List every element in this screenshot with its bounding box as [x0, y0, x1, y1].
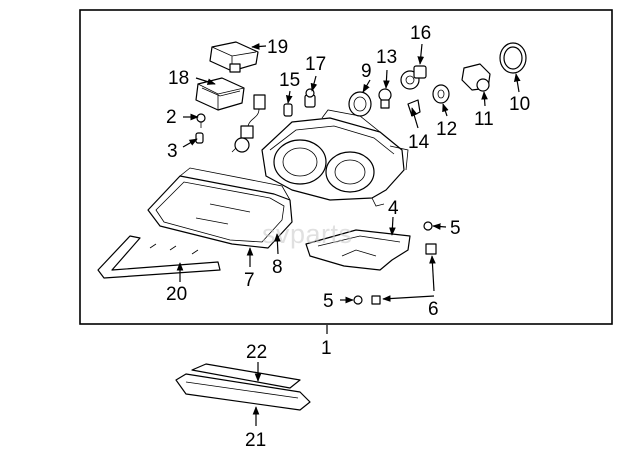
callout-11: 11: [474, 109, 494, 130]
part-19-module: [209, 41, 259, 73]
part-21-trim-lower: [175, 373, 311, 411]
headlamp-lens: [147, 167, 293, 249]
callout-3: 3: [167, 141, 178, 162]
harness-connector: [231, 94, 266, 153]
part-2-screw: [196, 113, 206, 128]
part-4-bracket: [305, 229, 411, 271]
callout-8: 8: [272, 257, 283, 278]
callout-21: 21: [245, 430, 266, 451]
callout-5b: 5: [323, 291, 334, 312]
callout-18: 18: [168, 68, 189, 89]
part-18-control-unit: [195, 77, 245, 111]
part-12-socket: [432, 84, 450, 104]
callout-6: 6: [428, 299, 439, 320]
part-13-bulb: [378, 88, 392, 109]
callout-10: 10: [509, 94, 530, 115]
part-6-clip-upper: [425, 243, 437, 255]
part-3-clip: [195, 132, 204, 144]
callout-2: 2: [166, 107, 177, 128]
callout-22: 22: [246, 342, 267, 363]
part-20-trim-strip: [97, 235, 221, 279]
callout-14: 14: [408, 132, 430, 153]
callout-16: 16: [410, 23, 431, 44]
callout-5a: 5: [450, 218, 461, 239]
callout-9: 9: [361, 61, 372, 82]
callout-15: 15: [279, 70, 300, 91]
part-6-clip-lower: [371, 295, 381, 305]
callout-19: 19: [267, 37, 288, 58]
leader-lines: [176, 43, 521, 426]
callout-17: 17: [305, 54, 326, 75]
part-9-socket: [348, 91, 372, 117]
callout-12: 12: [436, 119, 457, 140]
part-5-fastener-upper: [423, 221, 433, 231]
callout-13: 13: [376, 47, 397, 68]
assembly-frame: [79, 9, 613, 325]
part-15-bulb: [283, 103, 293, 117]
part-17-bulb: [304, 88, 316, 108]
callout-4: 4: [388, 198, 399, 219]
callout-1: 1: [321, 338, 332, 359]
part-5-fastener-lower: [353, 295, 363, 305]
part-22-trim-upper: [191, 363, 301, 389]
callout-labels: 1 2 3 4 5 5 6 7 8 9 10 11 12 13 14 15 16…: [166, 23, 530, 451]
part-11-motor: [461, 63, 491, 92]
callout-20: 20: [166, 284, 187, 305]
watermark: svparts: [262, 219, 353, 249]
callout-7: 7: [244, 270, 255, 291]
headlamp-housing: [261, 109, 409, 207]
part-16-ignitor: [400, 65, 427, 90]
part-10-cap: [499, 42, 527, 74]
